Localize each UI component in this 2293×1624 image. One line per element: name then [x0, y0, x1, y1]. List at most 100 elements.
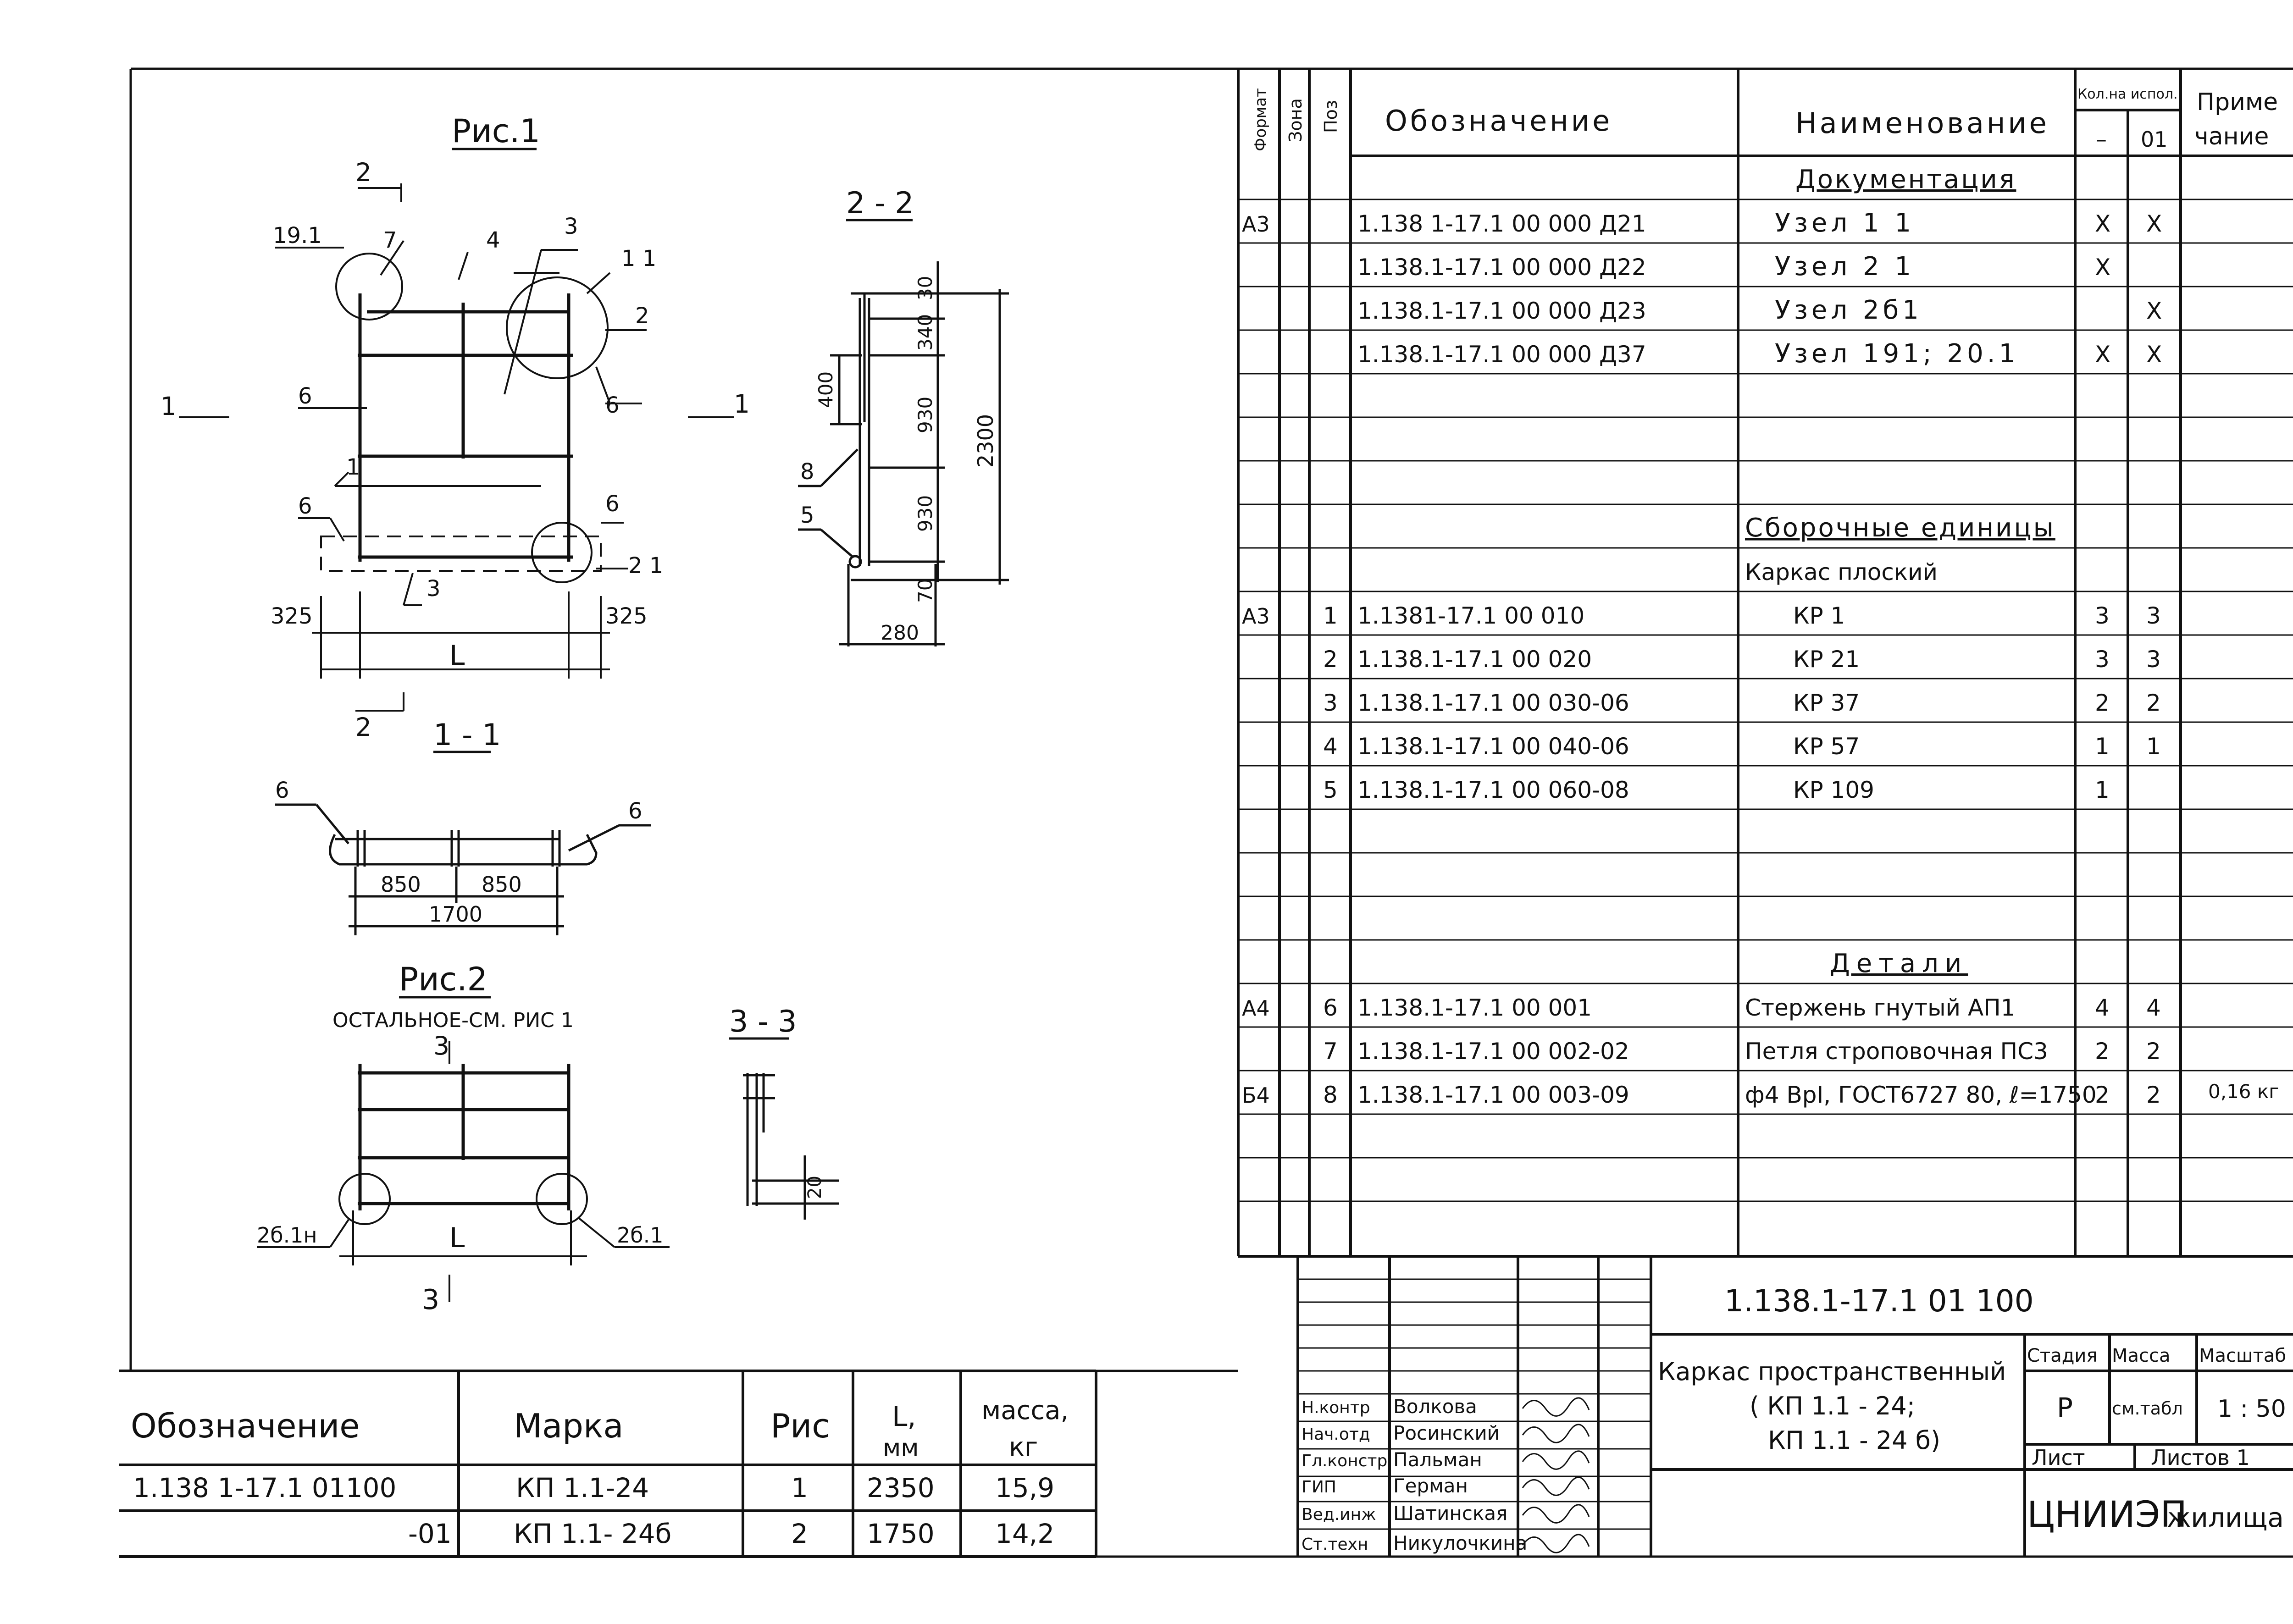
marks-row2-mark: КП 1.1- 24б	[514, 1518, 671, 1549]
fig1-label-6-lower-right: 6	[605, 491, 620, 517]
spec-header-note-2: чание	[2194, 123, 2269, 150]
signature-name: Пальман	[1393, 1448, 1482, 1471]
spec-cell-designation: 1.138.1-17.1 00 020	[1357, 646, 1592, 673]
spec-cell-qty-01: 3	[2146, 602, 2161, 629]
spec-cell-pos: 7	[1323, 1038, 1338, 1065]
sec22-dim-2300: 2300	[973, 414, 998, 468]
spec-cell-qty: 2	[2095, 1038, 2110, 1065]
sec22-dim-930-bottom: 930	[914, 495, 936, 532]
section-1-1: 1 - 1 6 6 850 850 1700	[275, 718, 651, 935]
fig1-label-2-1: 2 1	[628, 553, 663, 579]
spec-cell-name: КР 21	[1793, 646, 1860, 673]
marks-row1-fig: 1	[791, 1472, 808, 1503]
spec-cell-designation: 1.138.1-17.1 00 040-06	[1357, 733, 1629, 760]
signature-scribble	[1522, 1450, 1590, 1470]
spec-cell-qty: 4	[2095, 994, 2110, 1021]
fig2-dim-L: L	[449, 1222, 465, 1254]
sec22-dim-70: 70	[914, 579, 936, 603]
spec-cell-qty-01: 2	[2146, 690, 2161, 716]
sec11-dim-850-left: 850	[381, 872, 421, 897]
spec-cell-qty: X	[2095, 341, 2110, 368]
spec-cell-name: Петля строповочная ПС3	[1745, 1038, 2048, 1065]
marks-row1-length: 2350	[867, 1472, 935, 1503]
marks-header-mark: Марка	[514, 1407, 624, 1445]
stage-label: Стадия	[2027, 1345, 2097, 1366]
fig1-cut-2-top: 2	[355, 158, 371, 187]
fig1-cut-1-left: 1	[161, 392, 177, 421]
sec11-label-6-left: 6	[275, 778, 289, 803]
spec-frame	[1237, 69, 2293, 1258]
sec11-dim-1700: 1700	[429, 902, 482, 927]
section-1-1-title: 1 - 1	[433, 718, 501, 752]
spec-header-qty-01: 01	[2141, 127, 2168, 152]
sec11-label-6-right: 6	[628, 798, 642, 824]
signature-role: Ст.техн	[1302, 1535, 1368, 1554]
spec-cell-pos: 3	[1323, 690, 1338, 716]
spec-cell-designation: 1.138.1-17.1 00 000 Д37	[1357, 341, 1646, 368]
sheet-label: Лист	[2032, 1445, 2085, 1470]
signature-scribble	[1522, 1397, 1590, 1417]
spec-cell-name: Узел 191; 20.1	[1775, 339, 2019, 369]
spec-header-name: Наименование	[1795, 106, 2049, 140]
spec-cell-pos: 1	[1323, 602, 1338, 629]
sec11-dim-850-right: 850	[482, 872, 522, 897]
section-2-2: 2 - 2 30 340 930	[798, 186, 1009, 646]
fig1-label-6-left: 6	[298, 383, 312, 409]
marks-row2-fig: 2	[791, 1518, 808, 1549]
marks-header-length-unit: мм	[883, 1434, 919, 1462]
fig1-label-6-right: 6	[605, 392, 620, 418]
fig2-cut-3-bottom: 3	[422, 1284, 439, 1316]
spec-header-pos: Поз	[1321, 100, 1341, 133]
spec-header-designation: Обозначение	[1385, 104, 1612, 138]
marks-row2-length: 1750	[867, 1518, 935, 1549]
signature-role: Нач.отд	[1302, 1425, 1370, 1444]
spec-cell-format: Б4	[1242, 1083, 1270, 1108]
spec-cell-name: Узел 2б1	[1775, 295, 1922, 325]
spec-cell-designation: 1.138.1-17.1 00 002-02	[1357, 1038, 1629, 1065]
spec-cell-format: А4	[1242, 996, 1270, 1021]
spec-cell-note: 0,16 кг	[2208, 1080, 2279, 1103]
spec-section-heading: Сборочные единицы	[1745, 513, 2055, 543]
spec-cell-qty: 3	[2095, 602, 2110, 629]
marks-row1-mark: КП 1.1-24	[516, 1472, 649, 1503]
marks-header-length: L,	[892, 1401, 916, 1433]
sec33-dim-20: 20	[804, 1176, 825, 1199]
spec-cell-designation: 1.138.1-17.1 00 030-06	[1357, 690, 1629, 716]
spec-cell-qty: X	[2095, 254, 2110, 281]
table-row: -01 КП 1.1- 24б 2 1750 14,2	[408, 1518, 1054, 1549]
fig1-cut-2-bottom: 2	[355, 713, 371, 742]
fig1-label-1-1: 1 1	[621, 246, 656, 271]
spec-cell-qty-01: 4	[2146, 994, 2161, 1021]
sec22-label-8: 8	[800, 459, 814, 485]
spec-section-heading: Документация	[1795, 165, 2016, 194]
signature-role: Вед.инж	[1302, 1505, 1376, 1524]
spec-cell-qty: 1	[2095, 777, 2110, 803]
fig1-label-4: 4	[486, 227, 500, 253]
fig1-dim-325-right: 325	[605, 603, 648, 629]
fig1-title: Рис.1	[452, 112, 540, 150]
fig2-cut-3-top: 3	[433, 1031, 449, 1061]
spec-cell-pos: 2	[1323, 646, 1338, 673]
signature-name: Герман	[1393, 1475, 1468, 1497]
sec22-dim-30: 30	[914, 276, 936, 300]
section-3-3: 3 - 3 20	[729, 1005, 839, 1220]
spec-cell-designation: 1.138.1-17.1 00 060-08	[1357, 777, 1629, 803]
spec-cell-designation: 1.138.1-17.1 00 000 Д22	[1357, 254, 1646, 281]
fig1-dim-L: L	[449, 640, 465, 672]
spec-cell-pos: 6	[1323, 994, 1338, 1021]
fig1-label-6-lower-left: 6	[298, 493, 312, 519]
spec-cell-qty-01: 1	[2146, 733, 2161, 760]
sheets-label: Листов 1	[2151, 1445, 2250, 1470]
sec22-dim-930-top: 930	[914, 397, 936, 433]
fig1-label-19-1: 19.1	[273, 223, 322, 249]
marks-row2-designation: -01	[408, 1518, 452, 1549]
product-name-line-2: ( КП 1.1 - 24;	[1750, 1392, 1915, 1420]
spec-cell-qty: X	[2095, 210, 2110, 237]
scale-label: Масштаб	[2199, 1345, 2286, 1366]
mass-label: Масса	[2112, 1345, 2171, 1366]
spec-cell-name: КР 109	[1793, 777, 1874, 803]
